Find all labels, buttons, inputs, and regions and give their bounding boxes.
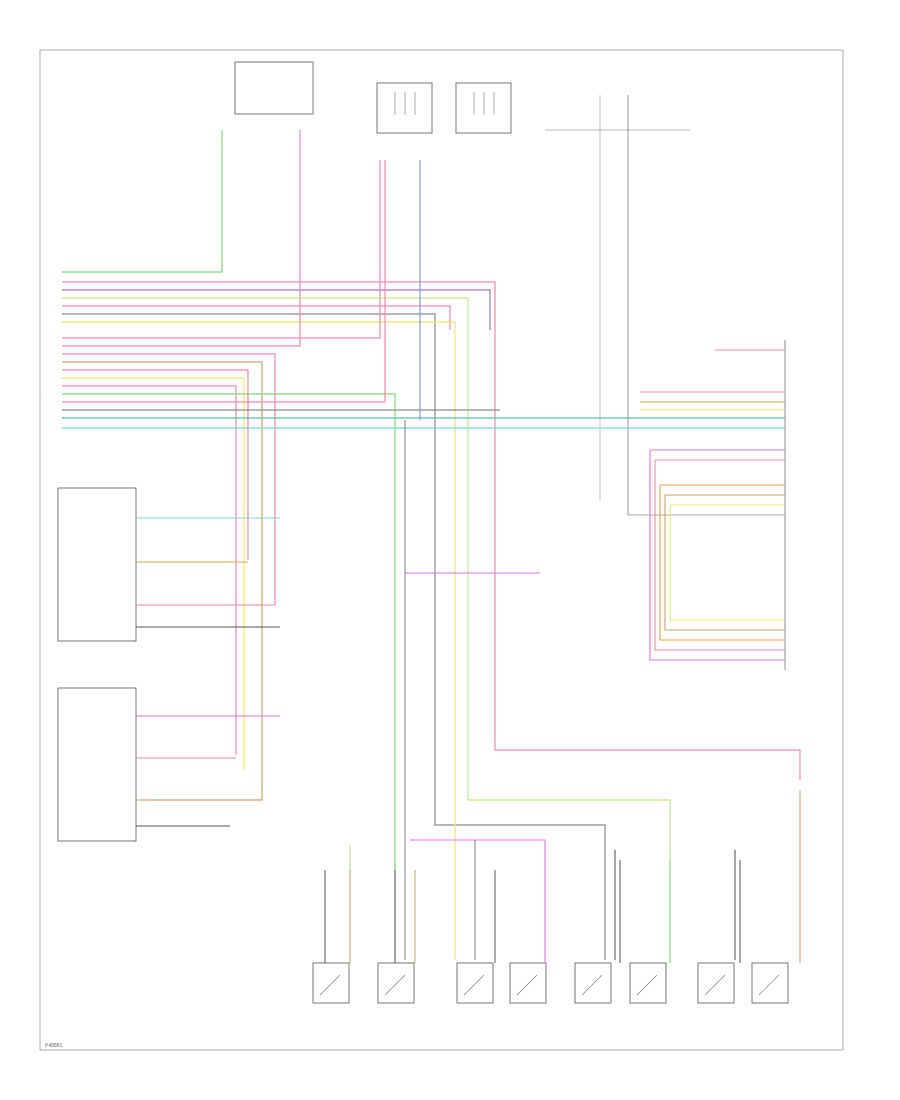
door-lock-switch-1 (376, 82, 433, 134)
left-mirror-assembly (57, 487, 137, 642)
center-verticals (349, 160, 736, 960)
diagram-frame (39, 49, 844, 1051)
actuator-feeds (324, 790, 801, 963)
harness-bus (62, 130, 801, 960)
actuator-5 (574, 962, 612, 1004)
actuator-1 (312, 962, 350, 1004)
actuator-4 (509, 962, 547, 1004)
switch-contacts-1 (394, 92, 495, 115)
actuator-8 (751, 962, 789, 1004)
actuator-6 (629, 962, 667, 1004)
module-top-left (234, 61, 314, 115)
actuator-7 (697, 962, 735, 1004)
mirror-wires (136, 517, 540, 827)
door-lock-switch-2 (455, 82, 512, 134)
actuator-3 (456, 962, 494, 1004)
actuator-2 (377, 962, 415, 1004)
actuator-switch-lines (319, 974, 780, 996)
right-bundle (640, 340, 786, 670)
bottom-actuators (312, 962, 789, 1004)
right-mirror-assembly (57, 687, 137, 842)
footer-code: P48881 (45, 1043, 63, 1049)
